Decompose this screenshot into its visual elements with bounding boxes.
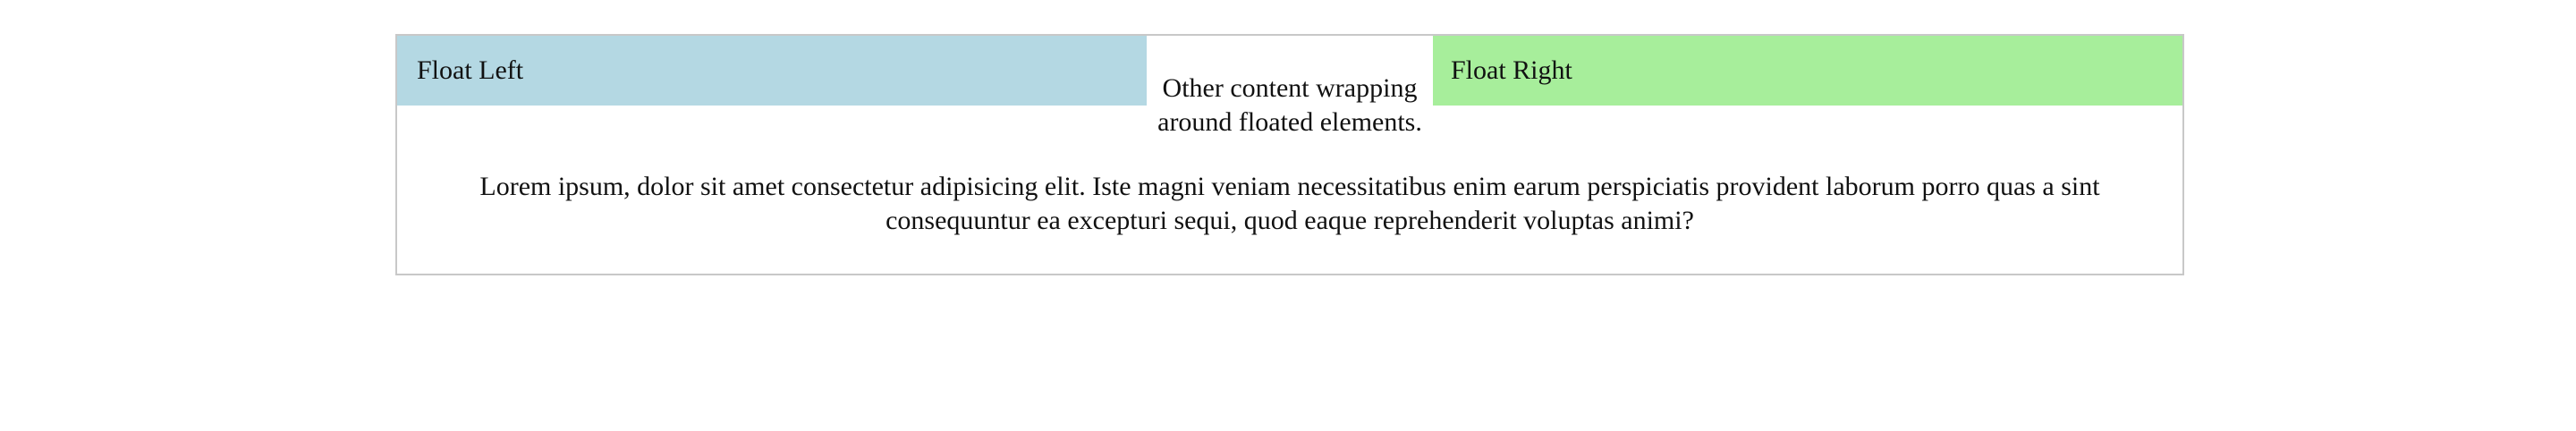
float-right-box: Float Right: [1433, 36, 2182, 106]
wrapping-content-text: Other content wrapping around floated el…: [1157, 73, 1422, 137]
float-right-label: Float Right: [1451, 55, 1572, 85]
float-left-box: Float Left: [397, 36, 1147, 106]
lorem-paragraph: Lorem ipsum, dolor sit amet consectetur …: [479, 172, 2100, 235]
float-demo-container: Float Left Float Right Other content wra…: [395, 34, 2184, 275]
float-left-label: Float Left: [417, 55, 524, 85]
